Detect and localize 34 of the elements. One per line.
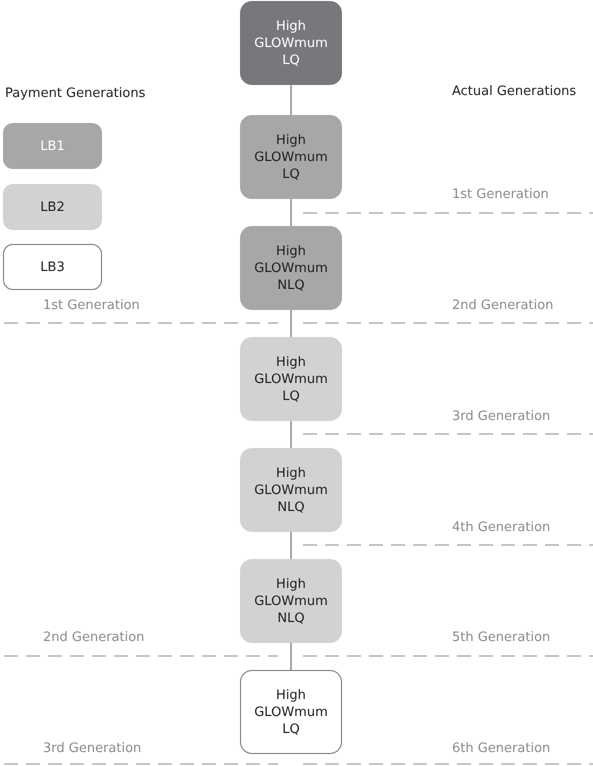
rank-box <box>240 448 342 532</box>
rank-box <box>240 226 342 310</box>
legend-swatch: LB3 <box>3 244 102 290</box>
rank-label: High GLOWmum LQ <box>253 686 329 738</box>
generation-label: 3rd Generation <box>452 409 550 424</box>
generation-label: 5th Generation <box>452 630 550 645</box>
rank-label: High GLOWmum NLQ <box>253 242 329 294</box>
column-heading: Payment Generations <box>5 86 146 101</box>
generation-label: 2nd Generation <box>452 298 554 313</box>
rank-label: High GLOWmum NLQ <box>253 576 329 626</box>
rank-box <box>240 559 342 643</box>
connector-line <box>290 421 292 448</box>
connector-line <box>290 643 292 670</box>
generation-label: 4th Generation <box>452 520 550 535</box>
rank-box <box>240 670 342 754</box>
rank-label: High GLOWmum LQ <box>253 18 329 68</box>
rank-label: High GLOWmum LQ <box>253 354 329 404</box>
rank-label: High GLOWmum LQ <box>253 132 329 182</box>
connector-line <box>290 310 292 337</box>
rank-box <box>240 337 342 421</box>
connector-line <box>290 532 292 559</box>
generation-label: 6th Generation <box>452 741 550 756</box>
column-heading: Actual Generations <box>452 84 576 99</box>
generation-label: 2nd Generation <box>43 630 144 645</box>
connector-line <box>290 85 292 115</box>
legend-swatch: LB2 <box>3 184 102 230</box>
connector-line <box>290 199 292 226</box>
rank-box <box>240 1 342 85</box>
generation-label: 1st Generation <box>452 187 549 202</box>
legend-swatch: LB1 <box>3 123 102 169</box>
rank-label: High GLOWmum NLQ <box>253 464 329 516</box>
generation-label: 3rd Generation <box>43 741 142 756</box>
generation-label: 1st Generation <box>43 298 140 313</box>
rank-box <box>240 115 342 199</box>
